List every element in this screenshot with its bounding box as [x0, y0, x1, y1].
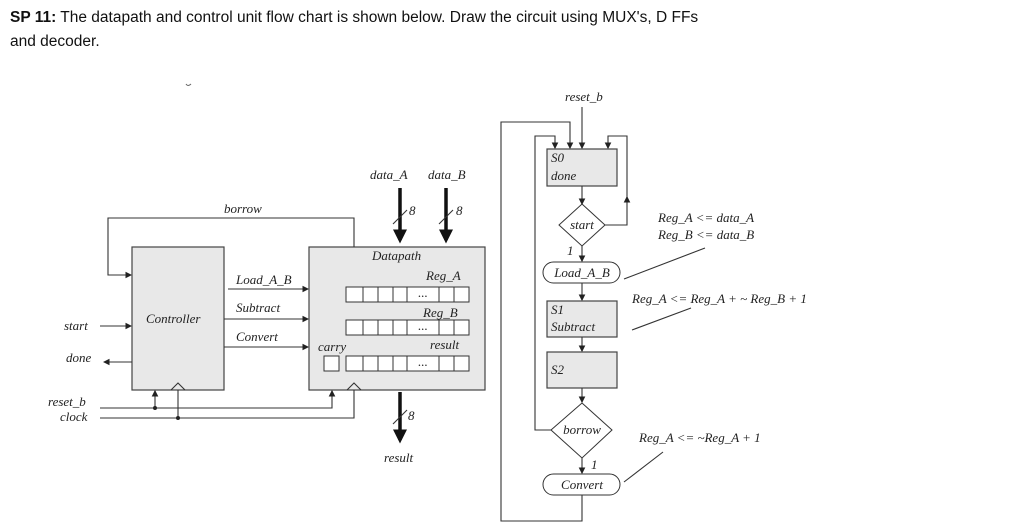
note-pointer — [623, 451, 664, 483]
bus-width-label: 8 — [409, 203, 416, 218]
register-ellipsis: ... — [418, 285, 428, 300]
register-bit — [345, 319, 364, 336]
data-a-label: data_A — [370, 167, 408, 182]
load-label: Load_A_B — [235, 272, 292, 287]
register-bit — [392, 286, 408, 303]
start-decision-label: start — [570, 217, 594, 232]
register-bit — [438, 286, 455, 303]
borrow-loop — [534, 135, 559, 431]
state-s2 — [546, 351, 618, 389]
register-bit — [345, 355, 364, 372]
s0-output: done — [551, 168, 577, 183]
subtract-label: Subtract — [236, 300, 280, 315]
controller-label: Controller — [146, 311, 201, 326]
clock-label: clock — [60, 409, 88, 424]
register-bit — [377, 286, 394, 303]
register-bit — [438, 319, 455, 336]
note-load-b: Reg_B <= data_B — [657, 227, 754, 242]
start-loop-up — [605, 195, 631, 226]
register-bit — [345, 286, 364, 303]
clock-triangle-icon — [170, 382, 186, 391]
register-bit — [377, 355, 394, 372]
register-ellipsis: ... — [418, 354, 428, 369]
question-label: SP 11: — [10, 9, 57, 26]
start-loop — [604, 135, 628, 197]
register-bit — [362, 319, 379, 336]
register-bit — [377, 319, 394, 336]
s1-output: Subtract — [551, 319, 595, 334]
register-bit — [453, 319, 470, 336]
carry-label: carry — [318, 339, 346, 354]
register-bit — [362, 286, 379, 303]
register-bit — [453, 286, 470, 303]
return-loop — [500, 121, 583, 522]
reset-wire — [100, 389, 336, 409]
note-load-a: Reg_A <= data_A — [657, 210, 754, 225]
carry-flipflop — [323, 355, 340, 372]
block-diagram: Controller Datapath borrow Load_A_B Subt… — [48, 167, 486, 465]
junction-dot — [153, 406, 157, 410]
register-bit — [392, 319, 408, 336]
register-bit — [453, 355, 470, 372]
clock-triangle-icon — [346, 382, 362, 391]
borrow-wire — [107, 217, 355, 279]
note-pointer — [631, 307, 692, 331]
register-ellipsis: ... — [418, 318, 428, 333]
s1-label: S1 — [551, 302, 564, 317]
asm-flowchart: reset_b S0 done start 1 Load_A_B S1 Subt… — [500, 89, 807, 522]
reg-a-register: ... — [345, 285, 470, 303]
note-subtract: Reg_A <= Reg_A + ~ Reg_B + 1 — [631, 291, 807, 306]
result-out-label: result — [384, 450, 414, 465]
s2-label: S2 — [551, 362, 565, 377]
borrow-decision-label: borrow — [563, 422, 601, 437]
result-reg-label: result — [430, 337, 460, 352]
register-bit — [392, 355, 408, 372]
start-true-label: 1 — [567, 243, 574, 258]
done-label: done — [66, 350, 92, 365]
note-pointer — [623, 247, 706, 280]
flow-reset-label: reset_b — [565, 89, 603, 104]
register-bit — [362, 355, 379, 372]
bus-width-label: 8 — [456, 203, 463, 218]
state-s1 — [546, 300, 618, 338]
bus-width-label: 8 — [408, 408, 415, 423]
start-label: start — [64, 318, 88, 333]
s0-label: S0 — [551, 150, 565, 165]
borrow-label: borrow — [224, 201, 262, 216]
reset-label: reset_b — [48, 394, 86, 409]
stray-mark — [185, 83, 192, 86]
data-b-label: data_B — [428, 167, 466, 182]
controller-block — [131, 246, 225, 391]
reg-b-label: Reg_B — [422, 305, 458, 320]
convert-conditional-output — [542, 473, 621, 496]
datapath-label: Datapath — [371, 248, 421, 263]
question-body-line2: and decoder. — [10, 33, 100, 50]
result-register: ... — [345, 354, 470, 372]
bus-slash — [438, 209, 454, 225]
borrow-true-label: 1 — [591, 457, 598, 472]
state-s0 — [546, 148, 618, 187]
load-label: Load_A_B — [553, 265, 610, 280]
bus-slash — [392, 409, 408, 425]
clock-wire — [100, 390, 355, 419]
junction-dot — [176, 416, 180, 420]
bus-slash — [392, 209, 408, 225]
note-convert: Reg_A <= ~Reg_A + 1 — [638, 430, 761, 445]
question-body: The datapath and control unit flow chart… — [56, 9, 699, 26]
convert-label: Convert — [236, 329, 278, 344]
convert-label: Convert — [561, 477, 603, 492]
reg-a-label: Reg_A — [425, 268, 461, 283]
register-bit — [438, 355, 455, 372]
reg-b-register: ... — [345, 318, 470, 336]
question-text: SP 11: The datapath and control unit flo… — [10, 6, 1010, 54]
